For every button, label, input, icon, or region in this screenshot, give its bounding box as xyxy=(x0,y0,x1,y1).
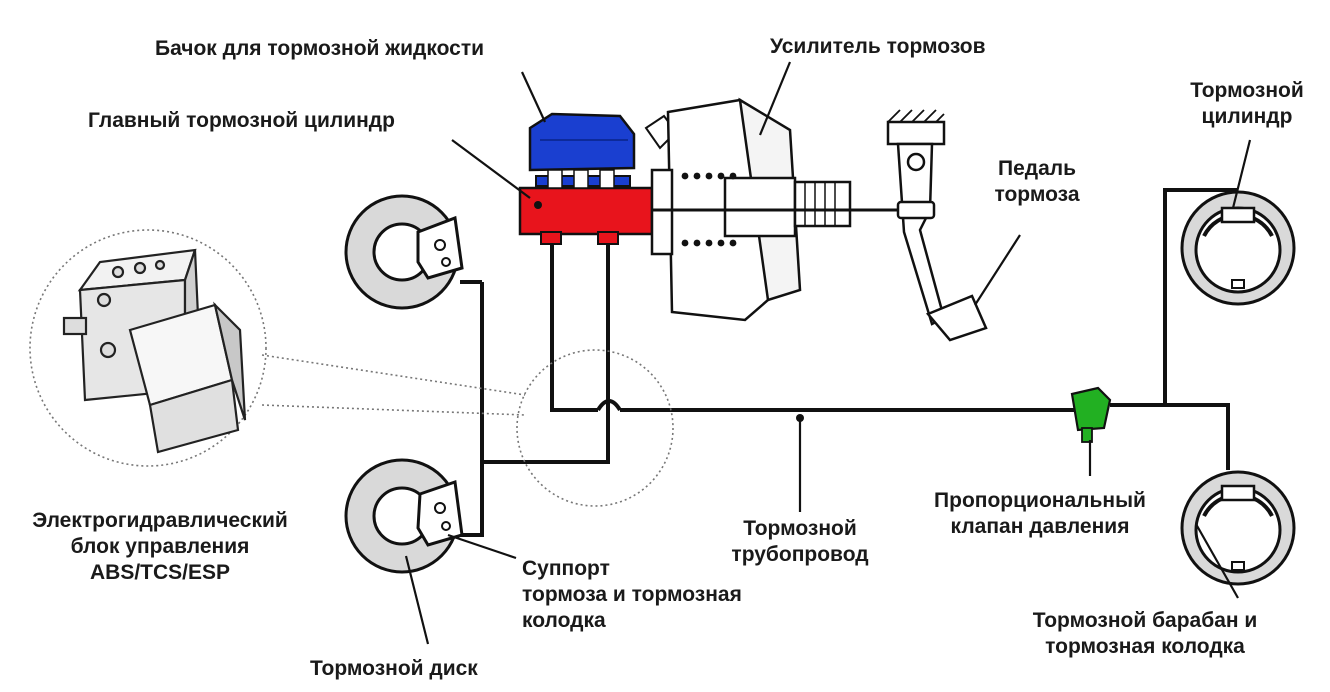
master-cylinder-icon xyxy=(518,186,654,245)
brake-pedal-icon xyxy=(886,109,988,342)
line-marker-dot xyxy=(796,414,804,422)
leader-disc xyxy=(404,555,430,645)
booster-dots xyxy=(681,172,737,247)
label-proportioning-valve: Пропорциональный клапан давления xyxy=(934,489,1146,538)
label-pedal: Педаль тормоза xyxy=(994,157,1080,206)
leader-lines xyxy=(404,61,1252,645)
leader-pedal xyxy=(974,234,1021,306)
label-booster: Усилитель тормозов xyxy=(770,35,986,58)
leader-drum xyxy=(1195,523,1239,599)
brake-disc-front-upper xyxy=(344,194,464,310)
abs-module-icon xyxy=(62,248,247,454)
brake-disc-front-lower xyxy=(344,458,464,574)
label-wheel-cylinder: Тормозной цилиндр xyxy=(1190,79,1304,128)
leader-booster xyxy=(758,61,792,136)
label-disc: Тормозной диск xyxy=(310,657,478,680)
line-front-master-left xyxy=(550,238,598,412)
drum-brake-icon-lower xyxy=(1180,470,1296,586)
label-drum: Тормозной барабан и тормозная колодка xyxy=(1032,609,1258,658)
proportioning-valve-icon xyxy=(1070,386,1112,443)
line-front-master-right xyxy=(482,238,610,464)
reservoir-icon xyxy=(528,112,678,189)
leader-caliper xyxy=(447,533,517,560)
caliper-icon xyxy=(416,479,464,547)
line-front-vertical xyxy=(460,282,484,537)
leader-wheel-cyl xyxy=(1231,139,1252,209)
label-abs-unit: Электрогидравлический блок управления AB… xyxy=(32,509,288,584)
label-master-cylinder: Главный тормозной цилиндр xyxy=(88,109,395,132)
brake-lines xyxy=(460,188,1237,537)
drum-brake-icon xyxy=(1180,190,1296,306)
leader-dotted xyxy=(29,229,674,507)
leader-master xyxy=(451,139,531,199)
label-caliper: Суппорт тормоза и тормозная колодка xyxy=(522,557,742,632)
junction-zoom-circle xyxy=(516,349,674,507)
abs-zoom-circle xyxy=(29,229,267,467)
label-reservoir: Бачок для тормозной жидкости xyxy=(155,37,485,60)
zoom-line-bottom xyxy=(261,404,526,416)
zoom-line-top xyxy=(261,354,526,396)
line-rear-lower xyxy=(1165,403,1230,470)
label-brake-line: Тормозной трубопровод xyxy=(731,517,869,566)
brake-booster-icon xyxy=(650,97,900,322)
caliper-icon xyxy=(416,215,464,280)
leader-reservoir xyxy=(521,71,546,123)
